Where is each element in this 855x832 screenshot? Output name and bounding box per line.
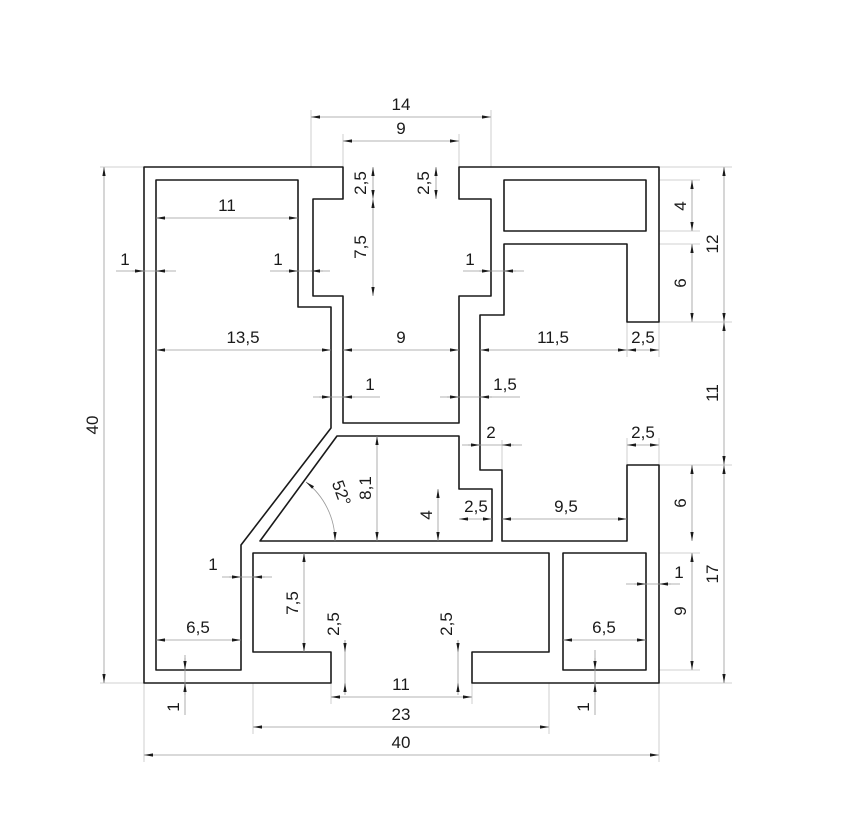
dimension-label: 1 <box>574 702 593 711</box>
dimension-label: 1 <box>120 250 129 269</box>
dimension-label: 11 <box>392 675 410 694</box>
dimension-label: 1 <box>674 563 683 582</box>
dimension-32: 2,5 <box>324 612 347 695</box>
dimension-label: 23 <box>392 705 411 724</box>
dimension-label: 1 <box>365 375 374 394</box>
dimension-27: 4 <box>417 489 440 541</box>
dimension-2: 2,5 <box>351 167 375 199</box>
dimension-13: 17 <box>703 465 726 683</box>
dimension-4: 7,5 <box>351 199 375 296</box>
dimension-28: 2,5 <box>459 497 492 521</box>
angle-dimension: 52° <box>305 478 355 542</box>
dimension-7: 1 <box>270 250 330 273</box>
dimension-34: 6,5 <box>156 618 241 642</box>
dimension-14: 6 <box>671 465 694 541</box>
dimension-label: 6 <box>671 278 690 287</box>
dimension-8: 1 <box>463 250 524 273</box>
dimension-22: 1 <box>313 375 380 399</box>
angle-label: 52° <box>328 478 355 509</box>
dimension-label: 6,5 <box>186 618 210 637</box>
dimension-label: 1 <box>164 702 183 711</box>
dimension-21: 2,5 <box>627 328 659 352</box>
dimension-10: 6 <box>671 244 694 322</box>
dimension-37: 1 <box>574 650 597 715</box>
dimension-6: 1 <box>116 250 176 273</box>
dimension-label: 14 <box>392 95 411 114</box>
dimension-label: 2,5 <box>631 328 655 347</box>
dimension-30: 1 <box>208 555 272 579</box>
dimension-label: 2,5 <box>414 171 433 195</box>
dimension-label: 1,5 <box>493 375 517 394</box>
dimension-12: 11 <box>703 322 726 465</box>
dimension-23: 1,5 <box>440 375 520 399</box>
dimension-25: 2,5 <box>627 423 659 447</box>
dimension-label: 40 <box>392 733 411 752</box>
dimension-label: 6,5 <box>592 618 616 637</box>
dimension-label: 7,5 <box>283 591 302 615</box>
dimension-26: 8,1 <box>356 436 379 541</box>
angle-arc <box>305 481 337 542</box>
dimension-0: 14 <box>311 95 491 119</box>
dimension-label: 11 <box>703 384 722 402</box>
dimension-20: 11,5 <box>480 328 627 352</box>
dimension-33: 2,5 <box>437 612 460 695</box>
dimension-label: 9 <box>396 119 405 138</box>
dimension-label: 13,5 <box>226 328 259 347</box>
dimension-label: 4 <box>671 201 690 210</box>
dimension-9: 4 <box>671 180 694 231</box>
dimension-label: 1 <box>273 250 282 269</box>
dimension-label: 2,5 <box>351 171 370 195</box>
dimension-label: 11,5 <box>537 328 569 347</box>
dimension-29: 9,5 <box>502 497 627 521</box>
dimension-38: 11 <box>331 675 472 699</box>
dimension-label: 9 <box>671 606 690 615</box>
dimension-5: 11 <box>156 196 298 220</box>
dimension-1: 9 <box>343 119 459 143</box>
dimension-17: 40 <box>83 167 106 683</box>
dimension-label: 11 <box>218 196 236 215</box>
dimension-24: 2 <box>462 423 522 447</box>
dimension-label: 1 <box>465 250 474 269</box>
dimension-label: 2 <box>486 423 495 442</box>
dimension-36: 1 <box>164 655 187 715</box>
dimension-label: 1 <box>208 555 217 574</box>
dimension-label: 2,5 <box>437 612 456 636</box>
dimension-label: 9,5 <box>554 497 578 516</box>
dimension-label: 8,1 <box>356 476 375 500</box>
dimension-39: 23 <box>253 705 549 729</box>
dimension-label: 2,5 <box>631 423 655 442</box>
dimension-label: 2,5 <box>324 612 343 636</box>
dimension-label: 17 <box>703 565 722 584</box>
dimension-11: 12 <box>703 167 726 322</box>
dimension-label: 6 <box>671 498 690 507</box>
dimension-label: 40 <box>83 416 102 435</box>
aluminium-profile-section <box>143 166 660 684</box>
dimension-label: 7,5 <box>351 235 370 259</box>
dimension-label: 2,5 <box>464 497 488 516</box>
dimension-19: 9 <box>343 328 459 352</box>
dimension-label: 12 <box>703 235 722 254</box>
dimension-35: 6,5 <box>563 618 646 642</box>
dimension-31: 7,5 <box>283 553 306 652</box>
dimension-18: 13,5 <box>156 328 331 352</box>
dimension-40: 40 <box>144 733 659 757</box>
dimension-16: 1 <box>626 563 684 586</box>
dimension-label: 4 <box>417 510 436 519</box>
dimension-label: 9 <box>396 328 405 347</box>
dimension-3: 2,5 <box>414 167 438 199</box>
dimension-15: 9 <box>671 553 694 670</box>
